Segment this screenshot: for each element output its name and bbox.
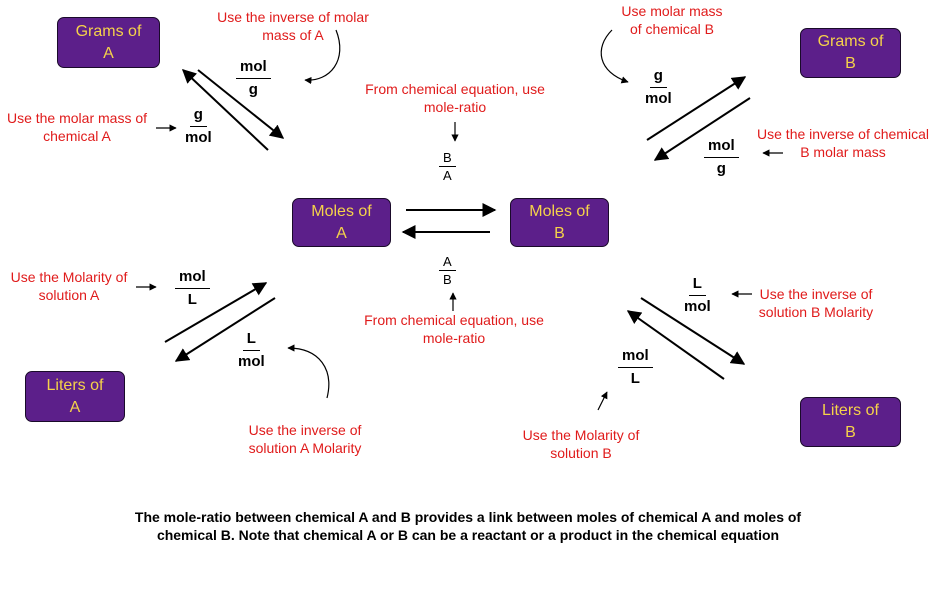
arrow-moles-a-to-liters-a — [174, 297, 276, 362]
liters-of-b-line2: B — [845, 424, 856, 441]
arrow-grams-b-to-moles-b — [653, 97, 751, 161]
fraction-numerator: L — [242, 330, 260, 351]
fraction-denominator: L — [187, 291, 197, 308]
arrow-liters-b-to-moles-b — [626, 310, 725, 380]
note-molar-mass-a: Use the molar mass of chemical A — [2, 109, 152, 145]
note-mole-ratio-top: From chemical equation, use mole-ratio — [355, 80, 555, 116]
caption-line: chemical B. Note that chemical A or B ca… — [156, 527, 780, 543]
grams-of-b-box: Grams of B — [800, 28, 901, 78]
moles-of-b-line1: Moles of — [529, 202, 590, 220]
moles-of-b-box: Moles of B — [510, 198, 609, 247]
pointer-inverse-molar-a — [304, 29, 341, 85]
liters-of-a-line2: A — [69, 398, 81, 416]
fraction-numerator: B — [439, 150, 456, 167]
note-molarity-a: Use the Molarity of solution A — [2, 268, 136, 304]
pointer-inverse-molarity-a — [287, 344, 330, 399]
fraction-numerator: mol — [175, 268, 210, 289]
note-line: Use the Molarity of — [10, 269, 128, 285]
note-line: B molar mass — [800, 144, 886, 160]
note-line: mole-ratio — [423, 99, 487, 115]
fraction-denominator: B — [443, 272, 452, 287]
moles-of-a-box: Moles of A — [292, 198, 391, 247]
liters-of-a-line1: Liters of — [46, 376, 104, 394]
note-line: Use the inverse of molar — [217, 9, 369, 25]
arrow-grams-a-to-moles-a — [197, 69, 285, 139]
note-line: of chemical B — [629, 21, 715, 37]
note-line: Use the molar mass of — [6, 110, 148, 126]
note-line: solution B Molarity — [758, 304, 874, 320]
fraction-denominator: A — [443, 168, 452, 183]
caption-line: The mole-ratio between chemical A and B … — [134, 509, 802, 525]
fraction-numerator: L — [688, 275, 706, 296]
note-line: mole-ratio — [422, 330, 486, 346]
fraction-denominator: mol — [185, 129, 212, 146]
note-line: From chemical equation, use — [365, 81, 545, 97]
note-line: mass of A — [262, 27, 324, 43]
note-line: solution A — [38, 287, 100, 303]
grams-of-a-box: Grams of A — [57, 17, 160, 68]
arrow-moles-a-to-grams-a — [181, 69, 269, 151]
note-line: Use the inverse of — [248, 422, 362, 438]
grams-of-b-line1: Grams of — [817, 33, 884, 50]
fraction-mol-per-l-a: mol L — [175, 268, 210, 309]
note-line: solution B — [550, 445, 612, 461]
liters-of-a-box: Liters of A — [25, 371, 125, 422]
note-inverse-molarity-b: Use the inverse of solution B Molarity — [752, 285, 880, 321]
note-line: Use the Molarity of — [522, 427, 640, 443]
fraction-mol-per-g-a: mol g — [236, 58, 271, 99]
note-molarity-b: Use the Molarity of solution B — [512, 426, 650, 462]
fraction-g-per-mol-a: g mol — [181, 106, 216, 147]
note-inverse-molarity-a: Use the inverse of solution A Molarity — [232, 421, 378, 457]
diagram-caption: The mole-ratio between chemical A and B … — [40, 508, 896, 544]
fraction-numerator: A — [439, 254, 456, 271]
fraction-numerator: g — [189, 106, 207, 127]
note-line: solution A Molarity — [248, 440, 362, 456]
grams-of-a-line2: A — [103, 44, 114, 62]
moles-of-a-line1: Moles of — [311, 202, 372, 220]
note-molar-mass-b: Use molar mass of chemical B — [612, 2, 732, 38]
arrow-liters-a-to-moles-a — [164, 282, 268, 343]
note-inverse-molar-mass-b: Use the inverse of chemical B molar mass — [752, 125, 934, 161]
fraction-numerator: mol — [236, 58, 271, 79]
liters-of-b-box: Liters of B — [800, 397, 901, 447]
fraction-numerator: mol — [704, 137, 739, 158]
note-line: Use molar mass — [621, 3, 723, 19]
fraction-denominator: mol — [238, 353, 265, 370]
note-inverse-molar-mass-a: Use the inverse of molar mass of A — [208, 8, 378, 44]
fraction-numerator: g — [649, 67, 667, 88]
fraction-denominator: g — [716, 160, 726, 177]
arrow-moles-b-to-grams-b — [646, 76, 747, 141]
moles-of-b-line2: B — [554, 224, 565, 242]
note-line: Use the inverse of chemical — [757, 126, 929, 142]
note-line: chemical A — [43, 128, 111, 144]
fraction-l-per-mol-a: L mol — [234, 330, 269, 371]
fraction-g-per-mol-b: g mol — [641, 67, 676, 108]
moles-of-a-line2: A — [336, 224, 347, 242]
note-line: Use the inverse of — [759, 286, 873, 302]
fraction-denominator: mol — [684, 298, 711, 315]
fraction-denominator: L — [630, 370, 640, 387]
pointer-molar-mass-b — [600, 29, 629, 84]
fraction-denominator: g — [248, 81, 258, 98]
fraction-mol-per-l-b: mol L — [618, 347, 653, 388]
fraction-ratio-a-over-b: A B — [439, 254, 456, 287]
grams-of-a-line1: Grams of — [75, 22, 142, 40]
arrow-moles-b-to-liters-b — [640, 297, 746, 365]
note-line: From chemical equation, use — [364, 312, 544, 328]
fraction-numerator: mol — [618, 347, 653, 368]
note-mole-ratio-bottom: From chemical equation, use mole-ratio — [354, 311, 554, 347]
fraction-denominator: mol — [645, 90, 672, 107]
fraction-mol-per-g-b: mol g — [704, 137, 739, 178]
liters-of-b-line1: Liters of — [822, 402, 879, 419]
grams-of-b-line2: B — [845, 55, 856, 72]
fraction-l-per-mol-b: L mol — [680, 275, 715, 316]
pointer-molarity-b — [597, 391, 608, 411]
fraction-ratio-b-over-a: B A — [439, 150, 456, 183]
